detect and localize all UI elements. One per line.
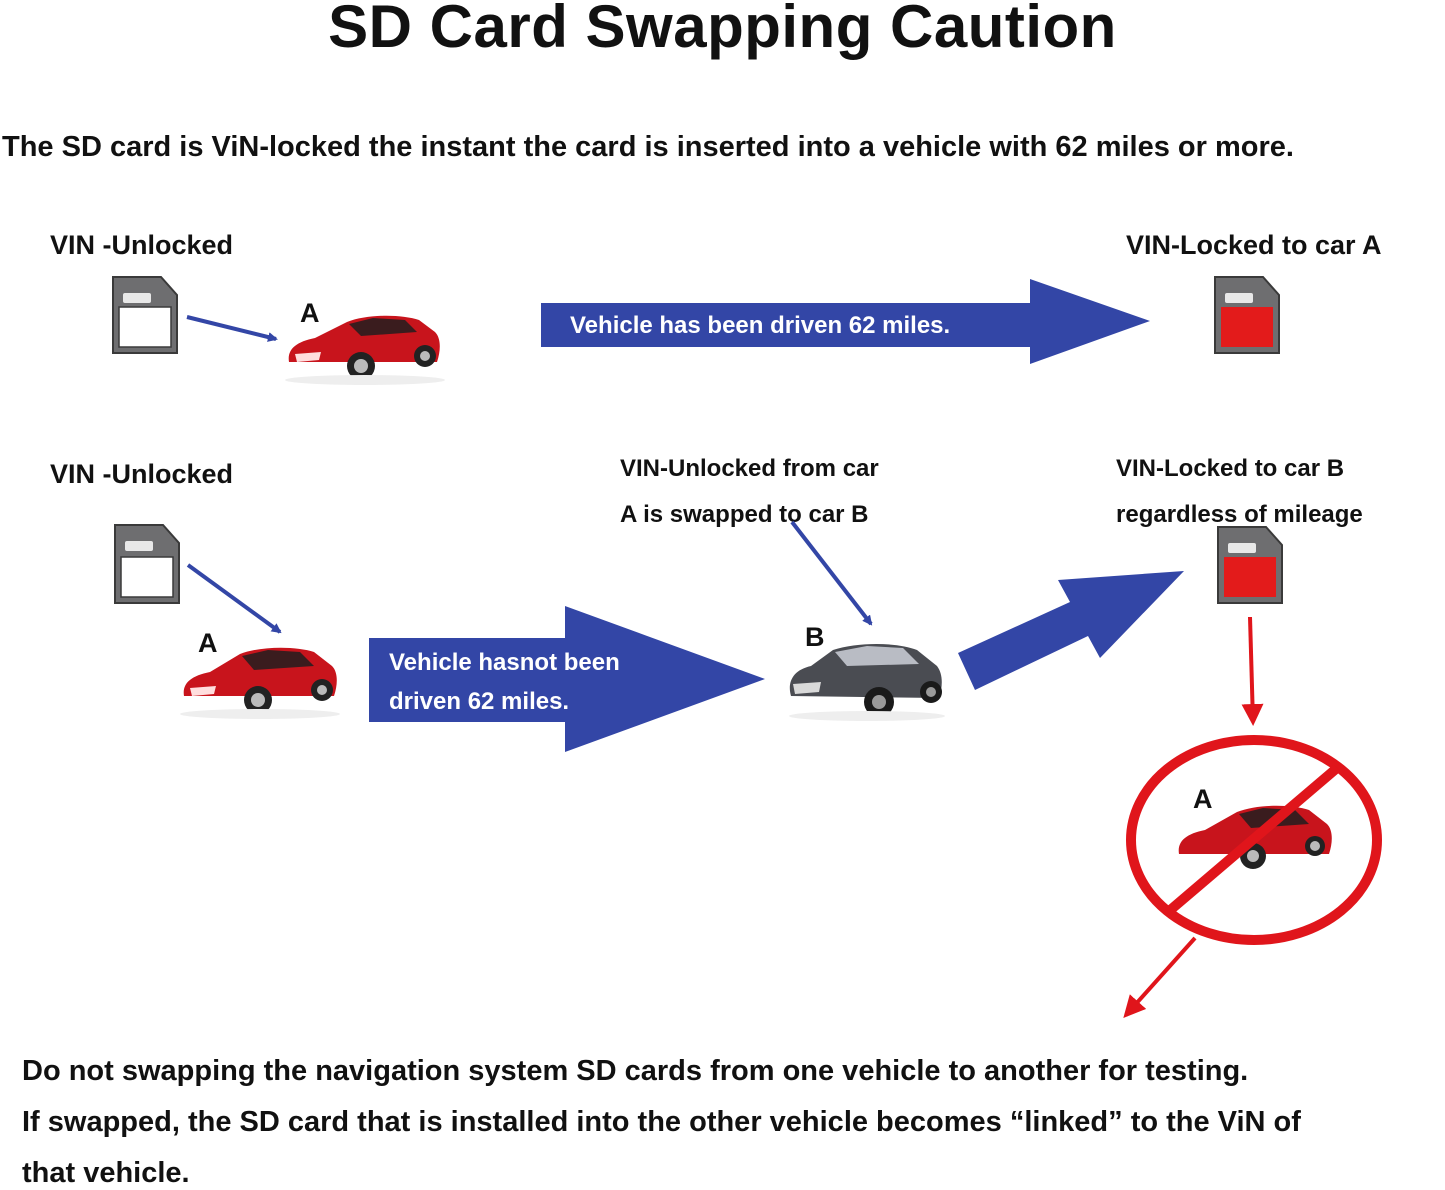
insert-arrow-icon bbox=[186, 315, 278, 342]
footer-line3: that vehicle. bbox=[22, 1157, 190, 1189]
row1-left-label: VIN -Unlocked bbox=[50, 230, 234, 260]
insert-arrow-icon bbox=[186, 563, 282, 634]
row1-right-label: VIN-Locked to car A bbox=[1126, 230, 1382, 260]
red-down-arrow-icon bbox=[1241, 616, 1264, 726]
car-a-letter: A bbox=[300, 298, 320, 328]
red-diagonal-arrow-icon bbox=[1123, 936, 1197, 1018]
prohibited-car-letter: A bbox=[1193, 784, 1213, 814]
prohibited-car-icon: A bbox=[1126, 735, 1382, 945]
driven-62-miles-text: Vehicle has been driven 62 miles. bbox=[570, 312, 950, 339]
footer-line2: If swapped, the SD card that is installe… bbox=[22, 1106, 1301, 1138]
swap-pointer-arrow-icon bbox=[790, 520, 873, 626]
row2-left-label: VIN -Unlocked bbox=[50, 459, 234, 489]
sd-card-unlocked-icon bbox=[112, 276, 178, 354]
sd-card-unlocked-icon bbox=[114, 524, 180, 604]
not-driven-text-line2: driven 62 miles. bbox=[389, 688, 569, 715]
subtitle: The SD card is ViN-locked the instant th… bbox=[2, 131, 1294, 163]
car-a-letter: A bbox=[198, 628, 218, 658]
row2-mid-label-line2: A is swapped to car B bbox=[620, 501, 869, 528]
row2-right-label-line2: regardless of mileage bbox=[1116, 501, 1363, 528]
not-driven-arrow: Vehicle hasnot been driven 62 miles. bbox=[369, 606, 765, 752]
not-driven-text-line1: Vehicle hasnot been bbox=[389, 649, 620, 676]
sd-card-locked-icon bbox=[1217, 526, 1283, 604]
driven-62-miles-arrow: Vehicle has been driven 62 miles. bbox=[541, 279, 1150, 364]
row2-right-label: VIN-Locked to car B regardless of mileag… bbox=[1116, 446, 1426, 538]
gray-car-icon bbox=[789, 644, 945, 721]
sd-card-locked-icon bbox=[1214, 276, 1280, 354]
page-title: SD Card Swapping Caution bbox=[328, 0, 1117, 60]
footer-line1: Do not swapping the navigation system SD… bbox=[22, 1055, 1249, 1087]
row2-mid-label-line1: VIN-Unlocked from car bbox=[620, 455, 879, 482]
car-b-letter: B bbox=[805, 622, 825, 652]
lock-to-b-arrow-icon bbox=[958, 571, 1184, 690]
red-car-icon bbox=[180, 647, 340, 719]
row2-right-label-line1: VIN-Locked to car B bbox=[1116, 455, 1345, 482]
red-car-icon bbox=[285, 315, 445, 385]
row2-mid-label: VIN-Unlocked from car A is swapped to ca… bbox=[620, 446, 920, 538]
